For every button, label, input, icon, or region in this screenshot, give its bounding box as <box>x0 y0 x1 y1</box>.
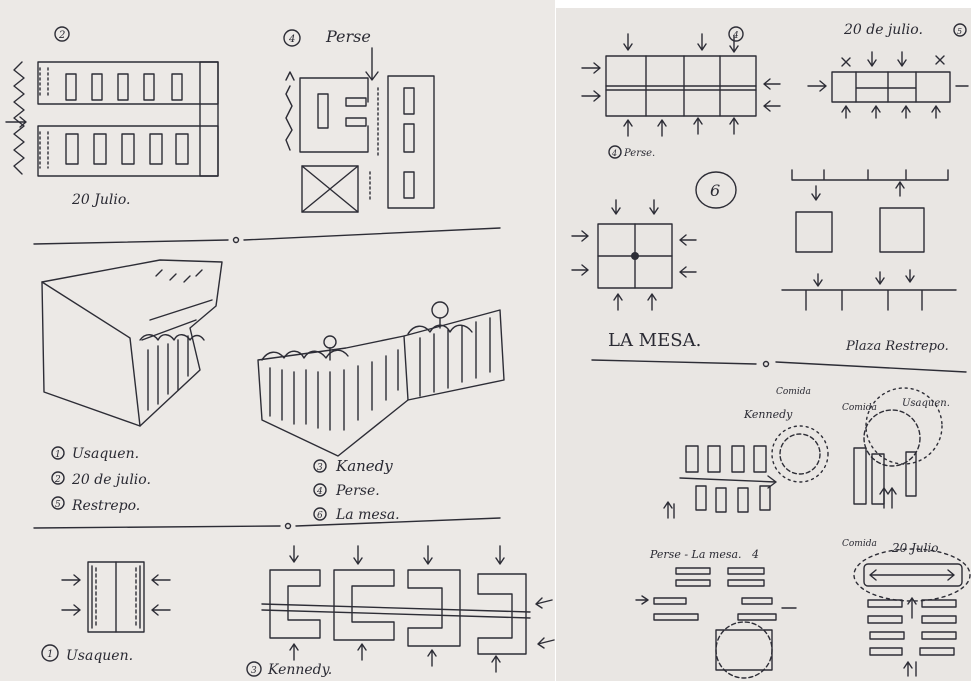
legend-right-num-3: 6 <box>317 511 323 521</box>
sketch-usaquen-layout <box>62 562 170 632</box>
left-page-sketches: 2 20 Julio. 4 Perse <box>0 0 555 681</box>
sketch-20-julio-flow <box>854 549 970 676</box>
divider-bottom <box>34 518 500 528</box>
sketch-perse-la-mesa <box>636 568 796 678</box>
legend-perse: Perse. <box>335 483 380 499</box>
sketch-20-julio-grid <box>808 52 968 118</box>
legend-20-de-julio: 20 de julio. <box>71 472 151 488</box>
label-plaza-restrepo: Plaza Restrepo. <box>845 339 949 354</box>
legend-la-mesa: La mesa. <box>335 507 400 523</box>
label-perse-la-mesa-num: 4 <box>751 548 759 561</box>
legend-kennedy: Kanedy <box>335 457 393 475</box>
sketch-plaza-restrepo <box>782 170 956 310</box>
sketch-kennedy-flow <box>664 426 828 518</box>
label-usaquen-right: Usaquen. <box>902 398 950 409</box>
sketch-la-mesa-grid <box>572 200 696 310</box>
bottom-kennedy-label: Kennedy. <box>267 662 332 678</box>
divider-top <box>34 228 500 244</box>
legend-restrepo: Restrepo. <box>71 498 140 514</box>
bottom-usaquen-label: Usaquen. <box>66 648 133 664</box>
sketch-perse-layout <box>284 30 434 212</box>
legend-right-num-1: 3 <box>317 463 323 473</box>
top-left-num: 4 <box>732 31 739 41</box>
sketch-perse-grid <box>582 34 780 136</box>
sketch-20-julio-layout <box>6 27 218 176</box>
legend-left-num-1: 1 <box>55 450 61 460</box>
sketch-kennedy-layout <box>262 546 554 672</box>
sketch-4-number: 4 <box>288 34 295 45</box>
label-la-mesa: LA MESA. <box>608 330 701 351</box>
label-comida-3: Comida <box>842 539 877 549</box>
label-20-julio-bottom: 20 Julio <box>891 541 939 555</box>
caption-20-julio: 20 Julio. <box>71 192 130 208</box>
sketch-perspective-stall-right <box>258 302 504 456</box>
top-right-num: 5 <box>957 27 962 36</box>
legend-left-num-3: 5 <box>55 500 61 510</box>
legend-right-num-2: 4 <box>316 487 323 497</box>
divider-right <box>592 360 966 372</box>
label-perse-mirror: Perse. <box>623 148 655 159</box>
label-comida-1: Comida <box>776 387 811 397</box>
right-page-sketches: 4 4 Perse. 5 20 de julio. 6 <box>556 8 971 681</box>
label-comida-2: Comida <box>842 403 877 413</box>
label-perse-top: Perse <box>325 27 371 46</box>
perse-mirror-num: 4 <box>611 149 617 158</box>
legend-left-num-2: 2 <box>54 475 61 485</box>
left-notebook-page: 2 20 Julio. 4 Perse <box>0 0 555 681</box>
bottom-usaquen-num: 1 <box>47 649 53 660</box>
label-perse-la-mesa: Perse - La mesa. <box>649 548 742 561</box>
right-notebook-page: 4 4 Perse. 5 20 de julio. 6 <box>556 8 971 681</box>
legend-usaquen: Usaquen. <box>72 446 139 462</box>
label-20-de-julio: 20 de julio. <box>843 22 923 38</box>
sketch-2-number: 2 <box>58 30 65 41</box>
sketch-perspective-stall-left <box>42 260 222 426</box>
label-kennedy: Kennedy <box>743 408 793 421</box>
bottom-kennedy-num: 3 <box>251 666 257 676</box>
six-label: 6 <box>710 181 720 200</box>
